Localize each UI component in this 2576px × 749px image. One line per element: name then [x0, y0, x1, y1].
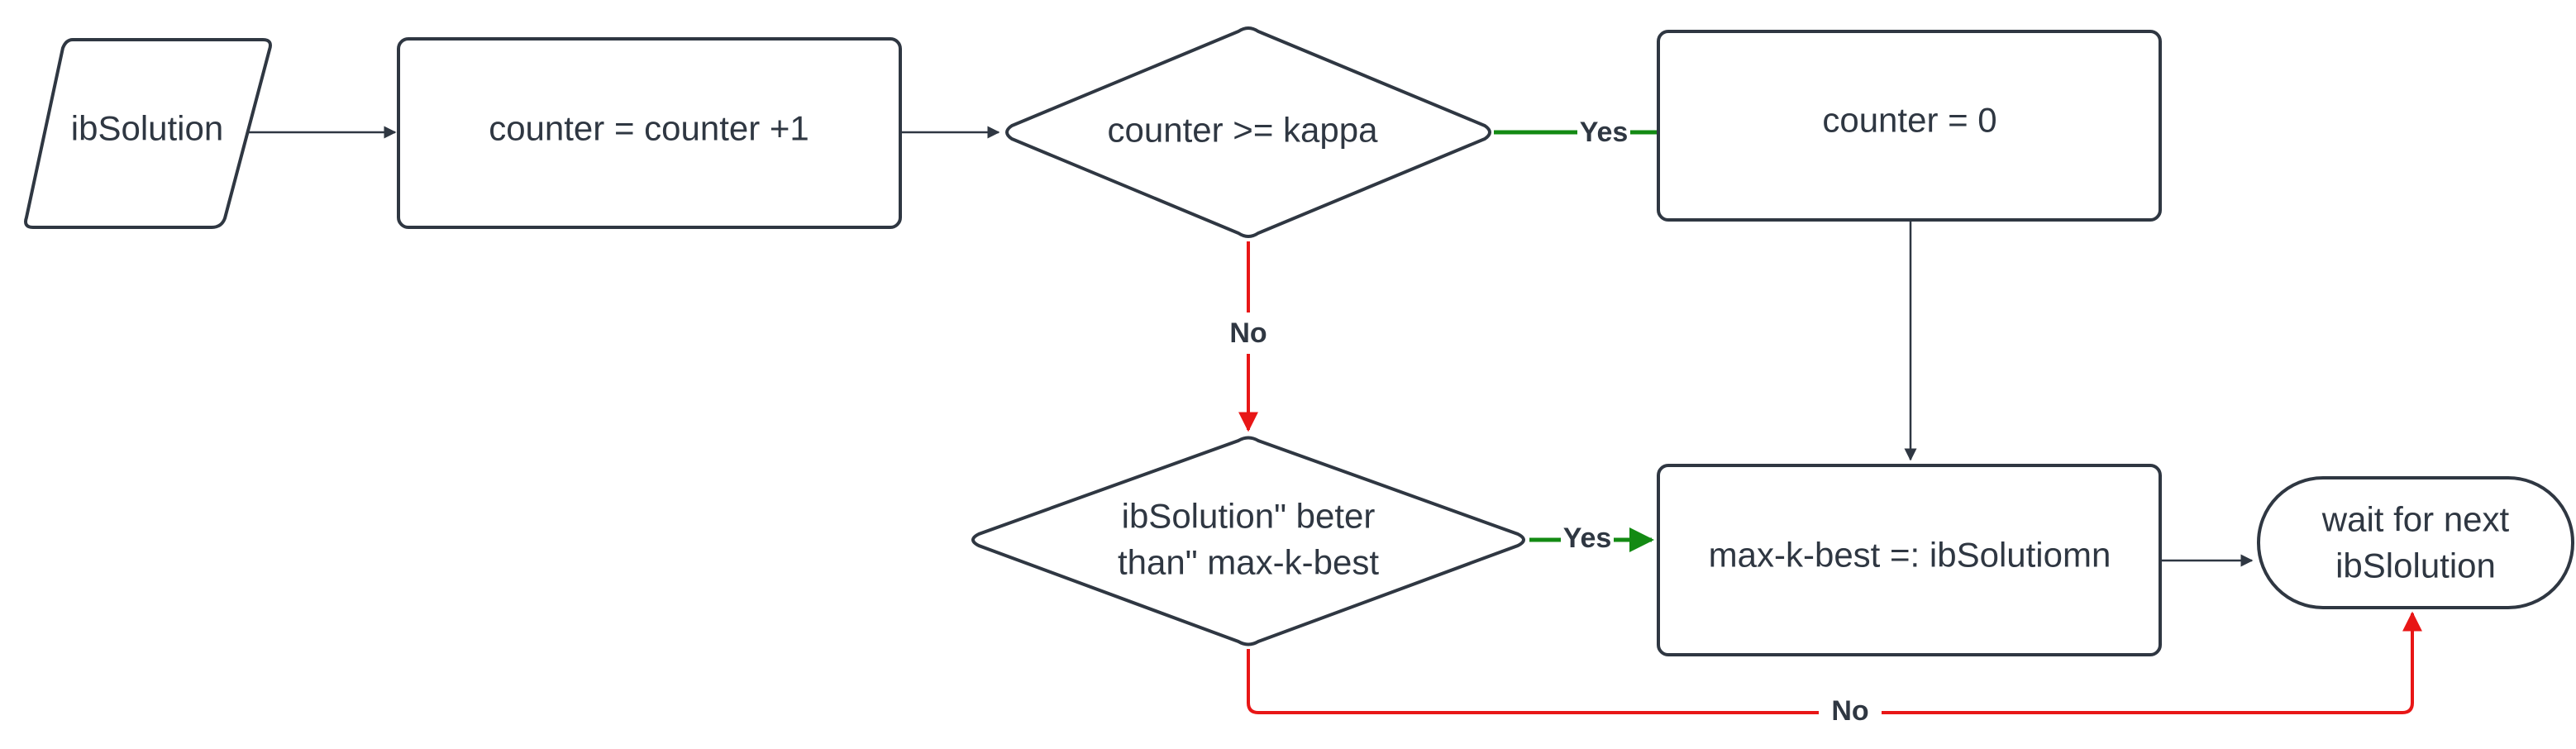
edge-label-check-no: No [1229, 317, 1267, 349]
node-counter-increment-label: counter = counter +1 [489, 109, 809, 148]
node-compare-best-line-1: ibSolution" beter [1122, 497, 1376, 536]
node-counter-reset: counter = 0 [1657, 30, 2162, 222]
connector-compare-no [1247, 613, 2412, 714]
node-compare-best-line-2: than" max-k-best [1118, 543, 1379, 582]
node-counter-check-label: counter >= kappa [1108, 111, 1379, 150]
node-wait-next-line-1: wait for next [2321, 500, 2510, 539]
node-assign-best-label: max-k-best =: ibSolutiomn [1709, 536, 2111, 575]
process-box [1657, 464, 2162, 656]
node-input-ibsolution: ibSolution [24, 38, 272, 229]
process-box [1657, 30, 2162, 222]
terminal-shape [2257, 476, 2574, 609]
node-input-label: ibSolution [71, 109, 223, 148]
edge-label-check-yes: Yes [1580, 117, 1629, 148]
process-box [397, 37, 902, 229]
edge-label-compare-no: No [1831, 695, 1868, 727]
node-counter-increment: counter = counter +1 [397, 37, 902, 229]
node-counter-reset-label: counter = 0 [1822, 101, 1996, 140]
nodes: ibSolution counter = counter +1 counter … [24, 26, 2574, 656]
node-assign-best: max-k-best =: ibSolutiomn [1657, 464, 2162, 656]
edge-label-compare-yes: Yes [1563, 522, 1612, 554]
connectors [248, 126, 2412, 714]
node-wait-next-line-2: ibSlolution [2335, 546, 2496, 585]
parallelogram-shape [24, 38, 272, 229]
decision-diamond [971, 436, 1525, 646]
node-counter-check: counter >= kappa [1005, 26, 1491, 238]
edge-labels: Yes No Yes No [1229, 117, 1868, 727]
node-wait-next: wait for next ibSlolution [2257, 476, 2574, 609]
decision-diamond [1005, 26, 1491, 238]
node-compare-best: ibSolution" beter than" max-k-best [971, 436, 1525, 646]
